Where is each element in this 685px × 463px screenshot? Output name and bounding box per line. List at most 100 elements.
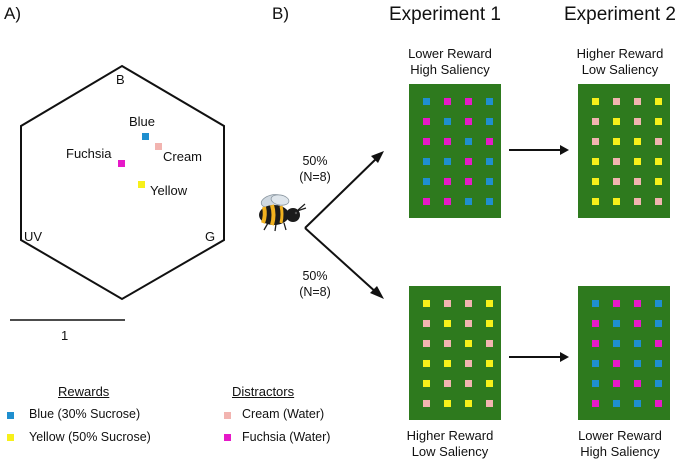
legend-item-cream: Cream (Water)	[242, 407, 325, 421]
flower-fuchsia	[465, 158, 472, 165]
flower-blue	[613, 320, 620, 327]
hexagon-point-yellow	[138, 181, 145, 188]
flower-blue	[465, 198, 472, 205]
flower-fuchsia	[592, 400, 599, 407]
color-hexagon	[20, 64, 225, 301]
caption-top-exp1: Lower Reward High Saliency	[387, 46, 513, 78]
flower-fuchsia	[655, 340, 662, 347]
flower-blue	[486, 198, 493, 205]
flower-cream	[634, 178, 641, 185]
flower-blue	[634, 400, 641, 407]
flower-yellow	[655, 118, 662, 125]
hexagon-point-blue	[142, 133, 149, 140]
flower-fuchsia	[444, 98, 451, 105]
flower-board-top-exp2	[578, 84, 670, 218]
flower-fuchsia	[634, 380, 641, 387]
legend-rewards-title: Rewards	[58, 384, 110, 399]
transition-arrowhead-bottom	[560, 352, 569, 362]
caption-line1: Higher Reward	[576, 46, 664, 61]
flower-blue	[655, 380, 662, 387]
flower-blue	[423, 98, 430, 105]
flower-fuchsia	[423, 118, 430, 125]
flower-yellow	[423, 300, 430, 307]
flower-blue	[592, 380, 599, 387]
branch-arrowhead-top	[371, 151, 384, 163]
flower-cream	[465, 320, 472, 327]
flower-cream	[444, 380, 451, 387]
vertex-label-g: G	[205, 229, 216, 244]
flower-cream	[423, 400, 430, 407]
flower-yellow	[423, 380, 430, 387]
flower-fuchsia	[444, 198, 451, 205]
caption-line1: Higher Reward	[406, 428, 494, 443]
flower-cream	[465, 360, 472, 367]
flower-blue	[444, 158, 451, 165]
flower-cream	[634, 198, 641, 205]
flower-yellow	[486, 380, 493, 387]
group-top-percent: 50%	[302, 154, 328, 168]
panel-b-label: B)	[272, 4, 289, 23]
legend-item-fuchsia: Fuchsia (Water)	[242, 430, 331, 444]
flower-blue	[444, 118, 451, 125]
flower-blue	[423, 158, 430, 165]
caption-line2: Low Saliency	[581, 62, 659, 77]
vertex-label-b: B	[116, 72, 125, 87]
flower-cream	[465, 380, 472, 387]
flower-blue	[634, 340, 641, 347]
flower-fuchsia	[634, 320, 641, 327]
flower-fuchsia	[655, 400, 662, 407]
caption-bottom-exp1: Higher Reward Low Saliency	[387, 428, 513, 460]
caption-bottom-exp2: Lower Reward High Saliency	[557, 428, 683, 460]
flower-fuchsia	[465, 178, 472, 185]
legend-swatch-yellow	[7, 434, 14, 441]
experiment-2-title: Experiment 2	[564, 4, 676, 25]
flower-cream	[444, 300, 451, 307]
flower-blue	[486, 158, 493, 165]
group-top-n: (N=8)	[299, 170, 331, 184]
flower-yellow	[444, 400, 451, 407]
hexagon-label-cream: Cream	[163, 149, 203, 164]
experiment-1-title: Experiment 1	[389, 4, 501, 25]
flower-fuchsia	[423, 198, 430, 205]
branch-arrow-top	[304, 155, 380, 229]
flower-yellow	[444, 360, 451, 367]
bumblebee-icon	[259, 194, 307, 232]
flower-yellow	[655, 158, 662, 165]
flower-yellow	[592, 98, 599, 105]
flower-cream	[465, 300, 472, 307]
flower-cream	[486, 400, 493, 407]
branch-arrowhead-bottom	[370, 286, 384, 299]
vertex-label-uv: UV	[24, 229, 43, 244]
flower-cream	[423, 320, 430, 327]
flower-blue	[465, 138, 472, 145]
flower-fuchsia	[444, 178, 451, 185]
scale-label: 1	[61, 328, 69, 343]
flower-blue	[592, 300, 599, 307]
flower-blue	[613, 400, 620, 407]
flower-yellow	[613, 118, 620, 125]
flower-yellow	[592, 198, 599, 205]
flower-blue	[655, 300, 662, 307]
flower-yellow	[592, 158, 599, 165]
flower-fuchsia	[465, 118, 472, 125]
flower-yellow	[444, 320, 451, 327]
flower-cream	[613, 178, 620, 185]
flower-cream	[592, 118, 599, 125]
caption-line1: Lower Reward	[408, 46, 492, 61]
flower-fuchsia	[444, 138, 451, 145]
flower-yellow	[634, 158, 641, 165]
flower-yellow	[655, 178, 662, 185]
hexagon-label-yellow: Yellow	[150, 183, 188, 198]
flower-yellow	[613, 198, 620, 205]
flower-cream	[444, 340, 451, 347]
flower-fuchsia	[613, 300, 620, 307]
group-bottom-percent: 50%	[302, 269, 328, 283]
caption-line2: High Saliency	[580, 444, 660, 459]
flower-cream	[423, 340, 430, 347]
transition-arrowhead-top	[560, 145, 569, 155]
flower-cream	[634, 98, 641, 105]
flower-yellow	[465, 340, 472, 347]
caption-top-exp2: Higher Reward Low Saliency	[557, 46, 683, 78]
flower-cream	[613, 98, 620, 105]
